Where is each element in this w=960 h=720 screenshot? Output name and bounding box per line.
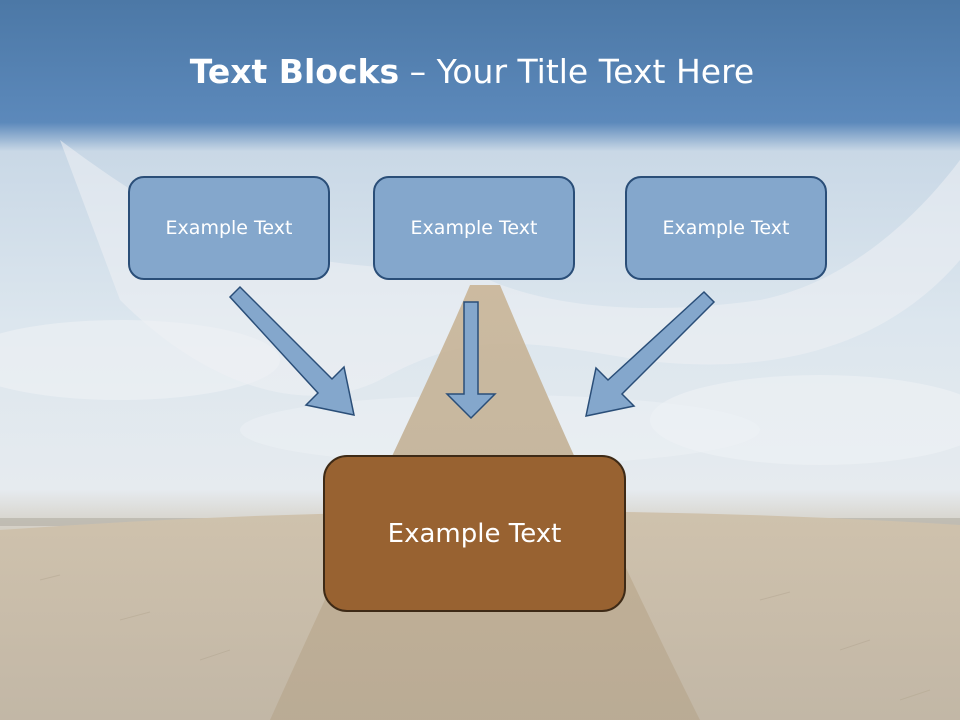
- main-text-block: Example Text: [323, 455, 626, 612]
- slide-title: Text Blocks – Your Title Text Here: [0, 52, 944, 91]
- arrow-right: [585, 290, 716, 417]
- title-rest: Your Title Text Here: [436, 52, 755, 91]
- text-block-1: Example Text: [128, 176, 330, 280]
- arrow-center: [445, 301, 497, 420]
- title-separator: –: [399, 52, 437, 91]
- text-block-2-label: Example Text: [410, 217, 538, 239]
- text-block-3-label: Example Text: [662, 217, 790, 239]
- main-text-block-label: Example Text: [387, 518, 562, 549]
- text-block-2: Example Text: [373, 176, 575, 280]
- text-block-3: Example Text: [625, 176, 827, 280]
- arrow-left: [228, 285, 355, 416]
- text-block-1-label: Example Text: [165, 217, 293, 239]
- title-bold: Text Blocks: [189, 52, 400, 91]
